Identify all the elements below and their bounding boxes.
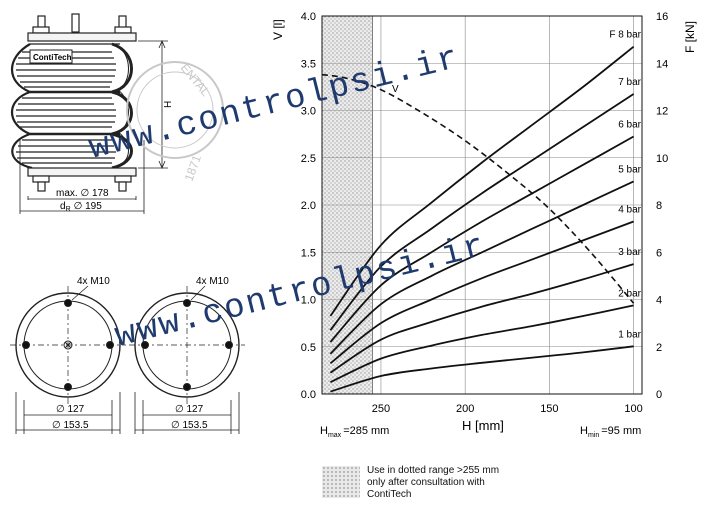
volume-curve-label: V bbox=[392, 84, 399, 95]
series-line-6-bar bbox=[329, 135, 635, 343]
y-right-tick-label-6: 6 bbox=[656, 247, 662, 259]
series-label-7-bar: 7 bar bbox=[618, 77, 641, 88]
y-left-tick-label-0.5: 0.5 bbox=[301, 342, 316, 354]
x-axis-label: H [mm] bbox=[462, 418, 504, 433]
y-right-tick-label-12: 12 bbox=[656, 106, 668, 118]
plan-view-right bbox=[129, 285, 245, 434]
inner-diameter-label-left: ∅ 127 bbox=[56, 404, 85, 415]
plan-view-left bbox=[10, 285, 126, 434]
volume-curve bbox=[321, 73, 635, 304]
y-left-tick-label-4.0: 4.0 bbox=[301, 11, 316, 23]
brand-plate bbox=[29, 49, 73, 64]
dr-label: dR∅ 195 bbox=[60, 201, 102, 213]
series-label-2-bar: 2 bar bbox=[618, 288, 641, 299]
air-spring-side-view bbox=[11, 13, 168, 214]
series-line-7-bar bbox=[329, 93, 635, 331]
bottom-plate bbox=[27, 167, 137, 177]
x-axis-ticks: 250 200 150 100 bbox=[372, 403, 643, 415]
note-line-3: ContiTech bbox=[367, 489, 412, 500]
x-tick-label-200: 200 bbox=[456, 403, 474, 415]
series-line-4-bar bbox=[329, 220, 634, 365]
plot-frame bbox=[321, 15, 643, 395]
y-left-tick-label-1.0: 1.0 bbox=[301, 295, 316, 307]
height-dimension bbox=[138, 39, 168, 170]
y-left-tick-label-3.5: 3.5 bbox=[301, 58, 316, 70]
series-label-1-bar: 1 bar bbox=[618, 329, 641, 340]
dotted-range-legend-swatch bbox=[322, 466, 360, 498]
y-right-tick-label-10: 10 bbox=[656, 153, 668, 165]
series-line-1-bar bbox=[330, 345, 634, 393]
series-label-8-bar: F 8 bar bbox=[609, 30, 641, 41]
y-right-axis-label: F [kN] bbox=[683, 21, 697, 53]
x-tick-label-100: 100 bbox=[624, 403, 642, 415]
force-series-lines bbox=[329, 45, 635, 393]
diameter-dimensions bbox=[19, 140, 145, 214]
seal-stamp bbox=[126, 61, 224, 159]
x-tick-label-150: 150 bbox=[540, 403, 558, 415]
y-right-tick-label-14: 14 bbox=[656, 58, 668, 70]
series-line-5-bar bbox=[329, 180, 634, 355]
series-labels: 1 bar 2 bar 3 bar 4 bar 5 bar 6 bar 7 bar F 8 b… bbox=[609, 30, 641, 341]
series-label-4-bar: 4 bar bbox=[618, 205, 641, 216]
y-right-tick-label-8: 8 bbox=[656, 200, 662, 212]
series-label-5-bar: 5 bar bbox=[618, 164, 641, 175]
y-right-tick-label-2: 2 bbox=[656, 342, 662, 354]
outer-diameter-label-left: ∅ 153.5 bbox=[52, 420, 89, 431]
thread-label-left: 4x M10 bbox=[77, 276, 110, 287]
y-right-tick-label-4: 4 bbox=[656, 295, 662, 307]
y-left-tick-label-0.0: 0.0 bbox=[301, 389, 316, 401]
y-left-tick-label-3.0: 3.0 bbox=[301, 106, 316, 118]
series-line-8-bar bbox=[329, 45, 635, 317]
dotted-range-note: Use in dotted range >255 mm only after c… bbox=[367, 465, 499, 501]
note-line-1: Use in dotted range >255 mm bbox=[367, 465, 500, 476]
h-min-label: Hmin=95 mm bbox=[580, 425, 641, 439]
series-label-6-bar: 6 bar bbox=[618, 119, 641, 130]
inner-diameter-label-right: ∅ 127 bbox=[175, 404, 204, 415]
thread-label-right: 4x M10 bbox=[196, 276, 229, 287]
height-label: H bbox=[163, 101, 174, 108]
top-plate bbox=[27, 32, 137, 42]
y-left-tick-label-2.5: 2.5 bbox=[301, 153, 316, 165]
brand-label: ContiTech bbox=[33, 53, 72, 62]
series-line-2-bar bbox=[330, 304, 634, 384]
y-left-axis-label: V [l] bbox=[271, 19, 285, 40]
y-left-tick-label-2.0: 2.0 bbox=[301, 200, 316, 212]
outer-diameter-label-right: ∅ 153.5 bbox=[171, 420, 208, 431]
y-right-axis-ticks: 0 2 4 6 8 10 12 14 16 bbox=[656, 11, 668, 401]
x-tick-label-250: 250 bbox=[372, 403, 390, 415]
y-right-tick-label-0: 0 bbox=[656, 389, 662, 401]
bottom-studs bbox=[32, 175, 132, 192]
top-studs bbox=[32, 13, 132, 34]
y-left-tick-label-1.5: 1.5 bbox=[301, 247, 316, 259]
h-max-label: Hmax=285 mm bbox=[320, 425, 389, 439]
series-line-3-bar bbox=[329, 263, 634, 374]
y-right-tick-label-16: 16 bbox=[656, 11, 668, 23]
note-line-2: only after consultation with bbox=[367, 477, 485, 488]
series-label-3-bar: 3 bar bbox=[618, 247, 641, 258]
bellows bbox=[11, 42, 133, 170]
y-left-axis-ticks: 0.0 0.5 1.0 1.5 2.0 2.5 3.0 3.5 4.0 bbox=[301, 11, 316, 401]
max-diameter-label: max. ∅ 178 bbox=[56, 188, 109, 199]
